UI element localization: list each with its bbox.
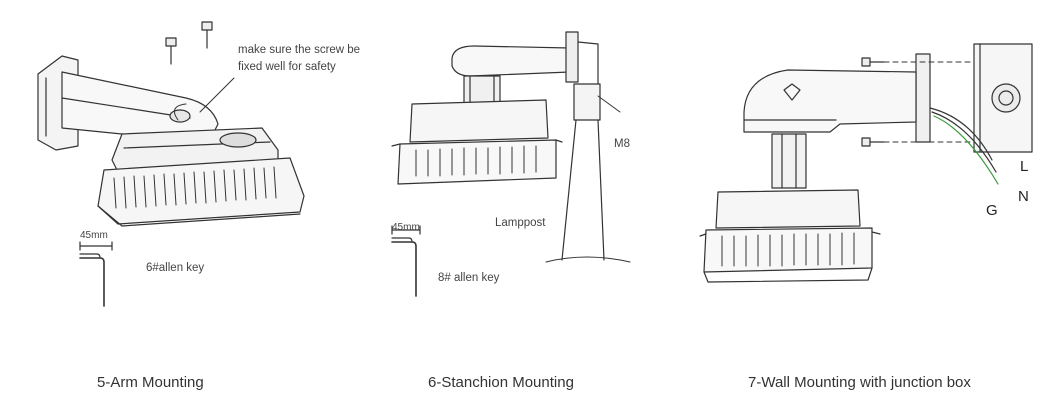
arm-key-label: 6#allen key: [146, 262, 205, 274]
stanchion-mounting-illustration: [391, 31, 631, 297]
caption-wall-mounting: 7-Wall Mounting with junction box: [748, 374, 971, 391]
stanchion-key-label: 8# allen key: [438, 272, 500, 284]
caption-stanchion-mounting: 6-Stanchion Mounting: [428, 374, 574, 391]
wall-mounting-illustration: [699, 43, 1033, 283]
stanchion-key-dimension: 45mm: [392, 222, 420, 233]
wire-label-live: L: [1020, 158, 1029, 175]
lamppost-label: Lamppost: [495, 217, 546, 229]
wire-label-ground: G: [986, 202, 998, 219]
arm-key-dimension: 45mm: [80, 230, 108, 241]
safety-note-line2: fixed well for safety: [238, 61, 336, 73]
caption-arm-mounting: 5-Arm Mounting: [97, 374, 204, 391]
bolt-label-m8: M8: [614, 138, 630, 150]
arm-mounting-illustration: [37, 21, 305, 307]
safety-note-line1: make sure the screw be: [238, 44, 361, 56]
wire-label-neutral: N: [1018, 188, 1029, 205]
